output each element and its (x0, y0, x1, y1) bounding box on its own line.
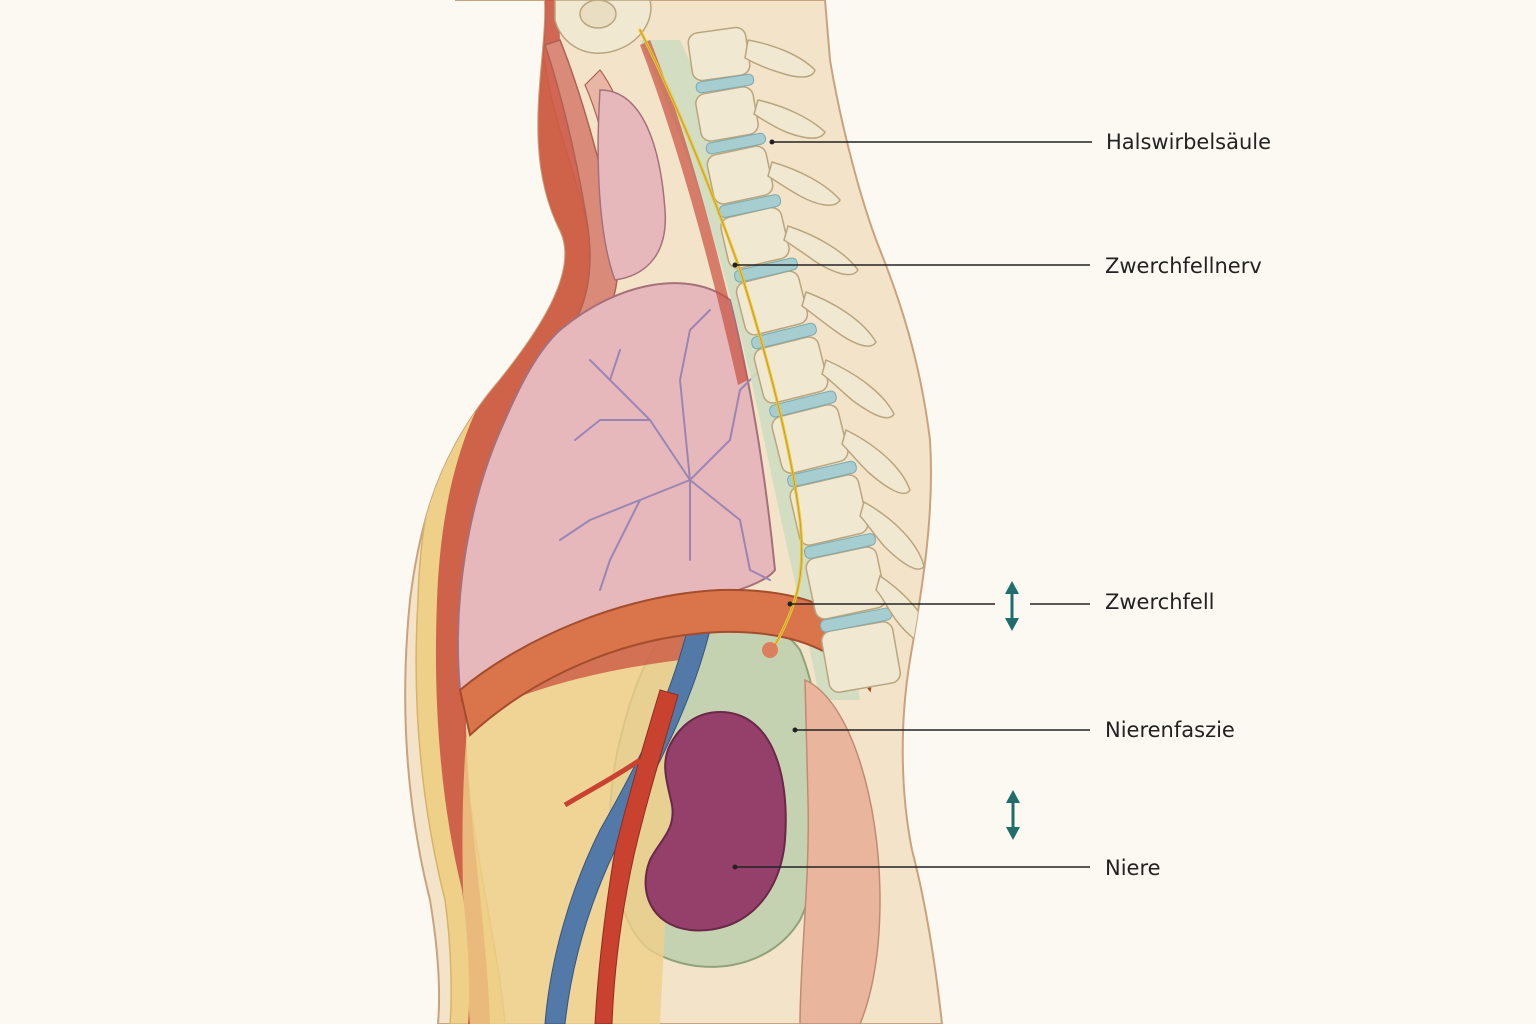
lung-vessels (559, 309, 771, 591)
phrenic-nerve-outline (639, 29, 803, 646)
anterior-muscle-layer (435, 0, 599, 1024)
leader-lines (735, 141, 1092, 868)
abdominal-fat (462, 630, 680, 1024)
spinous-processes (744, 39, 935, 647)
upper-lung-lobe (597, 89, 667, 281)
aorta (594, 689, 679, 1024)
label-niere: Niere (1105, 856, 1161, 880)
psoas-muscle (799, 678, 881, 1024)
double-headed-vertical-arrow-icon (1006, 790, 1020, 840)
diaphragm (458, 588, 877, 737)
intervertebral-discs (695, 73, 893, 633)
label-nierenfaszie: Nierenfaszie (1105, 718, 1235, 742)
nerve-insertion-point (762, 642, 778, 658)
label-zwerchfell: Zwerchfell (1105, 590, 1215, 614)
leader-dots (732, 139, 798, 870)
kidney (644, 710, 787, 932)
posterior-muscle (640, 40, 748, 385)
renal-artery-branch (563, 757, 642, 808)
double-headed-vertical-arrow-icon (1005, 581, 1019, 631)
skull-foramen (579, 0, 617, 29)
label-zwerchfellnerv: Zwerchfellnerv (1105, 254, 1262, 278)
label-halswirbelsaeule: Halswirbelsäule (1106, 130, 1272, 154)
